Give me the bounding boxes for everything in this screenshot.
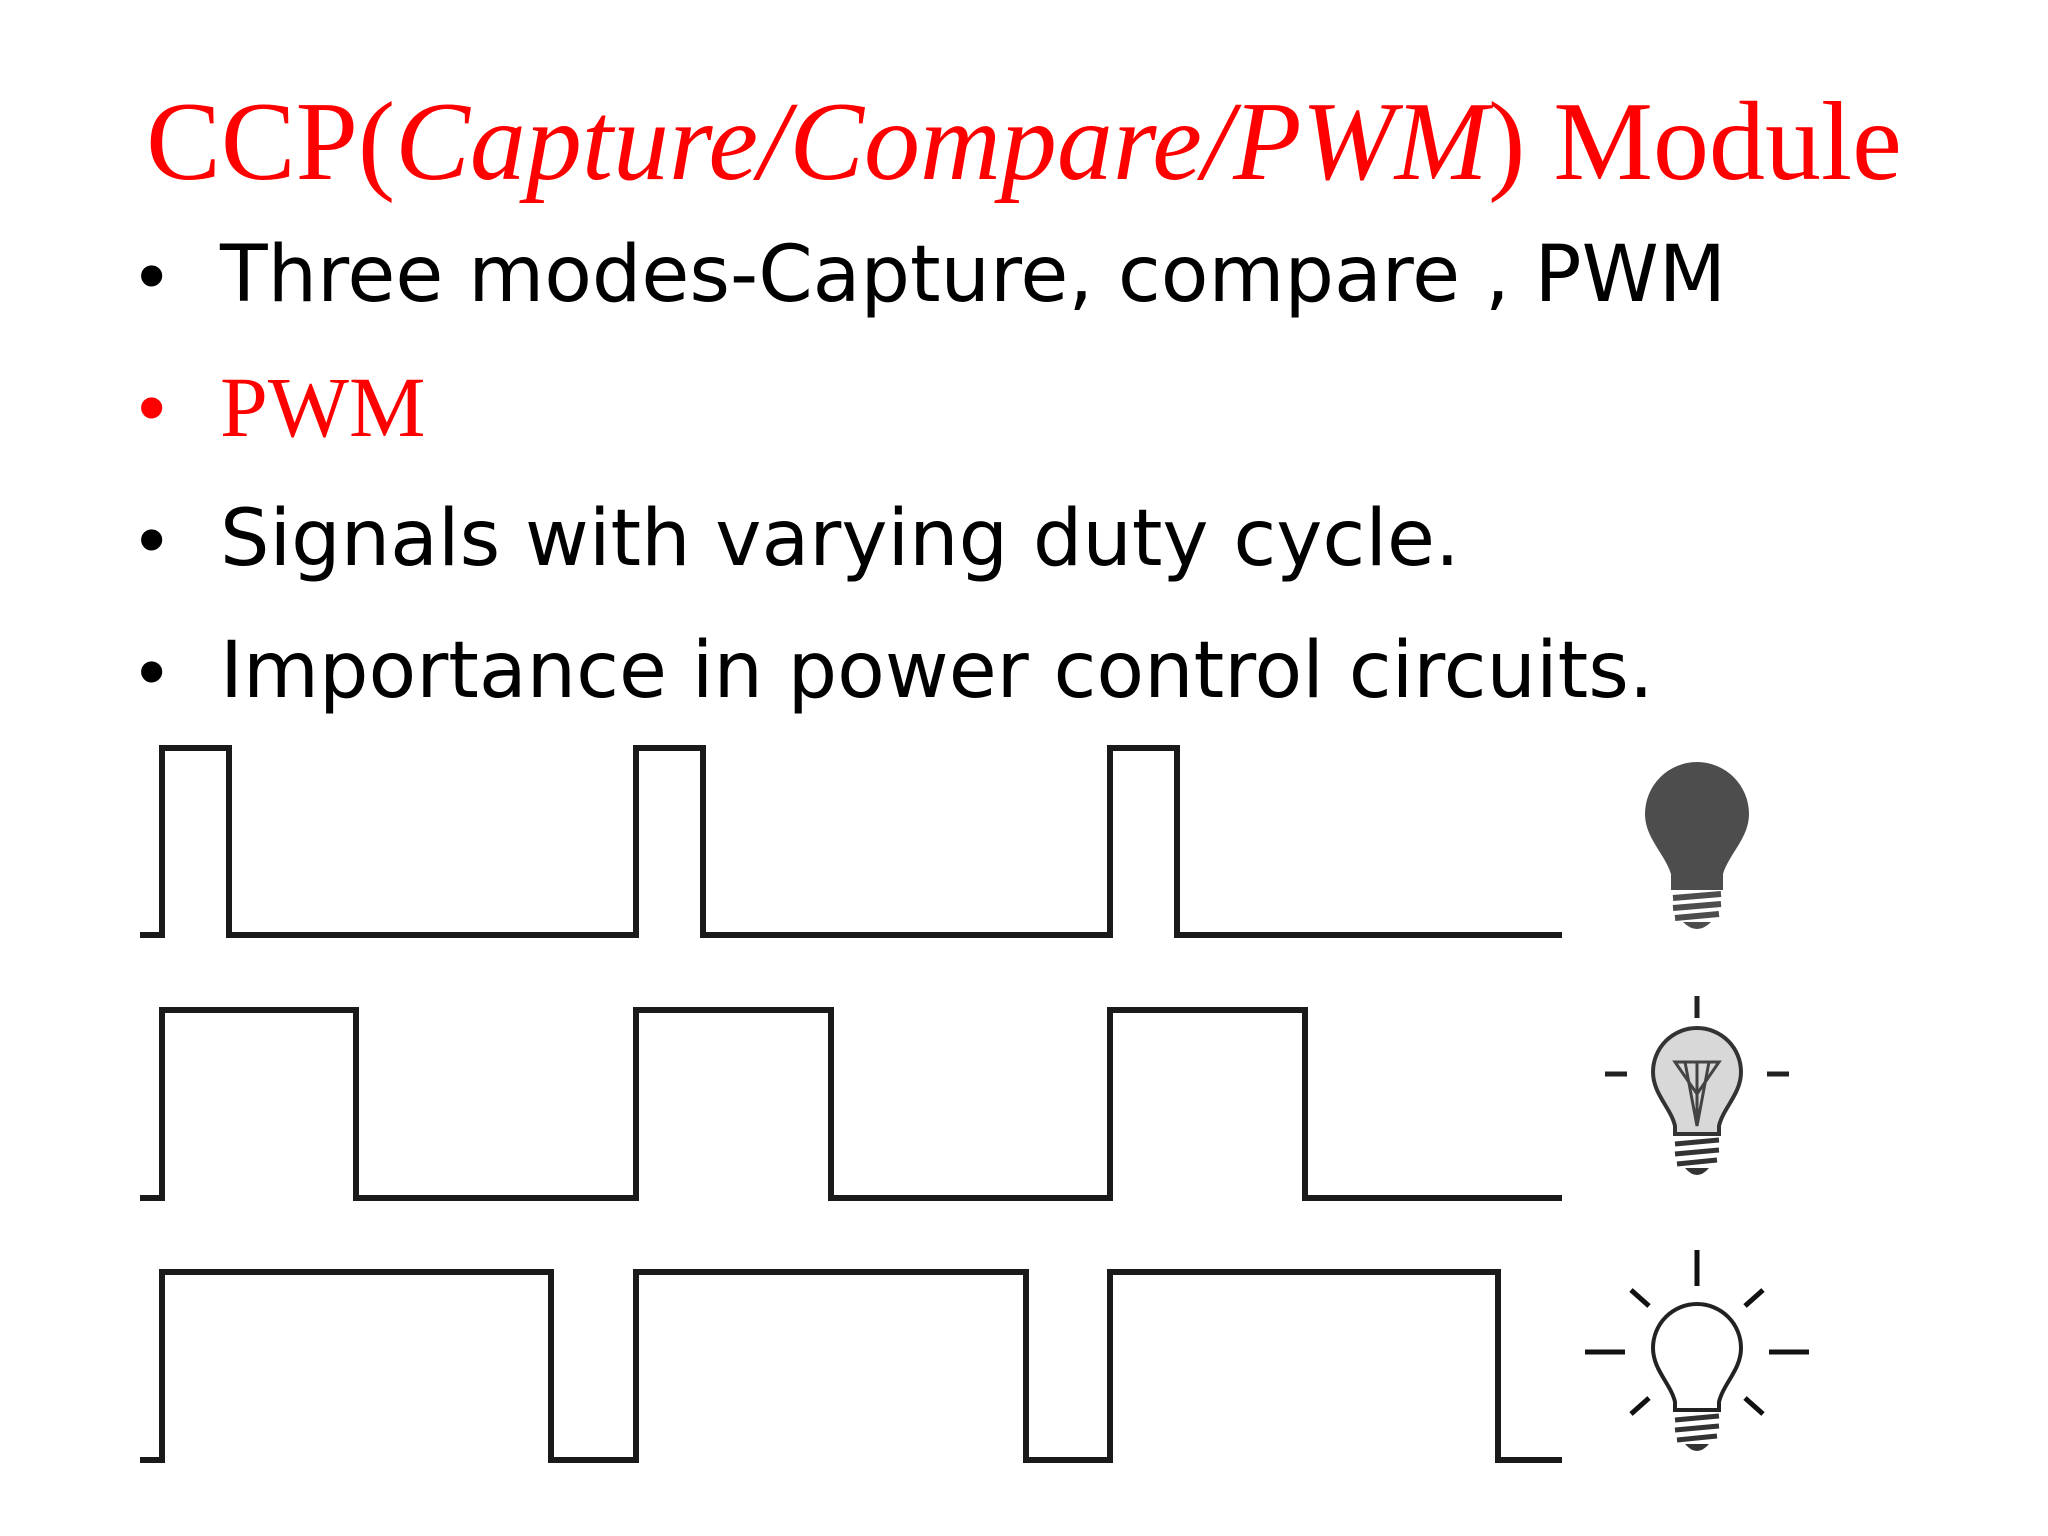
bullet-dot: • (138, 231, 166, 319)
title-prefix: CCP( (146, 80, 396, 204)
title-suffix: ) Module (1488, 80, 1902, 204)
bullet-dot: • (138, 627, 166, 715)
title-italic: Capture/Compare/PWM (395, 80, 1489, 204)
bullet-text: Signals with varying duty cycle. (220, 494, 1460, 584)
bullet-dot: • (138, 495, 166, 583)
slide-title: CCP(Capture/Compare/PWM) Module (0, 86, 2048, 198)
waveform-high-duty (140, 1269, 1562, 1463)
waveform-low-duty (140, 745, 1562, 938)
bullet-text: Importance in power control circuits. (220, 626, 1654, 716)
bright-bulb-icon (1585, 1250, 1809, 1451)
bullet-dot: • (138, 363, 166, 451)
bullet-text: Three modes-Capture, compare , PWM (220, 230, 1726, 320)
half-bright-bulb-icon (1605, 996, 1789, 1175)
dim-bulb-icon (1645, 762, 1749, 929)
bullet-text: PWM (220, 359, 426, 455)
waveform-medium-duty (140, 1007, 1562, 1201)
